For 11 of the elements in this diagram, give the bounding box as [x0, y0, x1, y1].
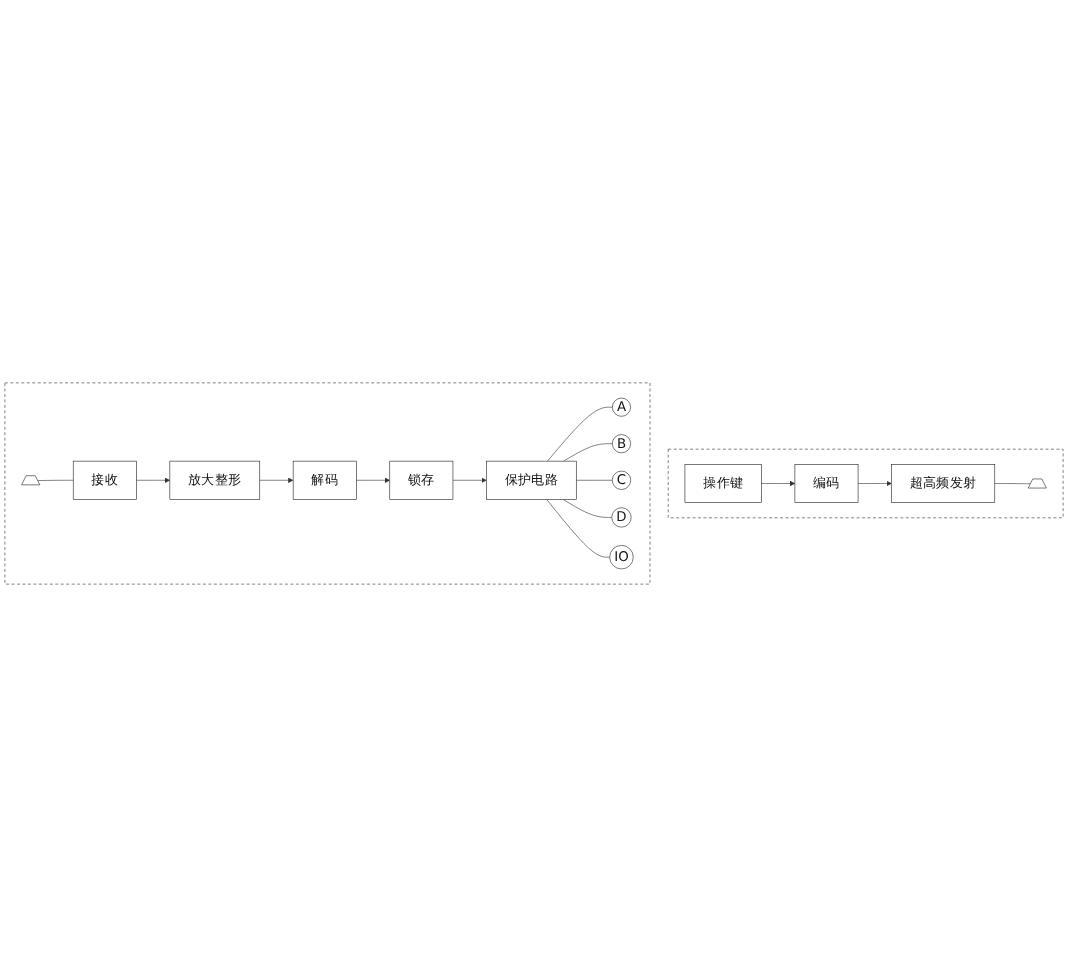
cluster: [4, 382, 651, 584]
cluster: [667, 448, 1064, 518]
connector: [546, 498, 610, 557]
connector: [575, 479, 613, 481]
connector: [994, 482, 1032, 484]
node-antenna: [1027, 478, 1047, 488]
connector: [562, 498, 613, 518]
node-antenna: [21, 474, 41, 485]
connector: [563, 442, 613, 461]
connector: [547, 406, 613, 461]
connector: [37, 479, 74, 481]
